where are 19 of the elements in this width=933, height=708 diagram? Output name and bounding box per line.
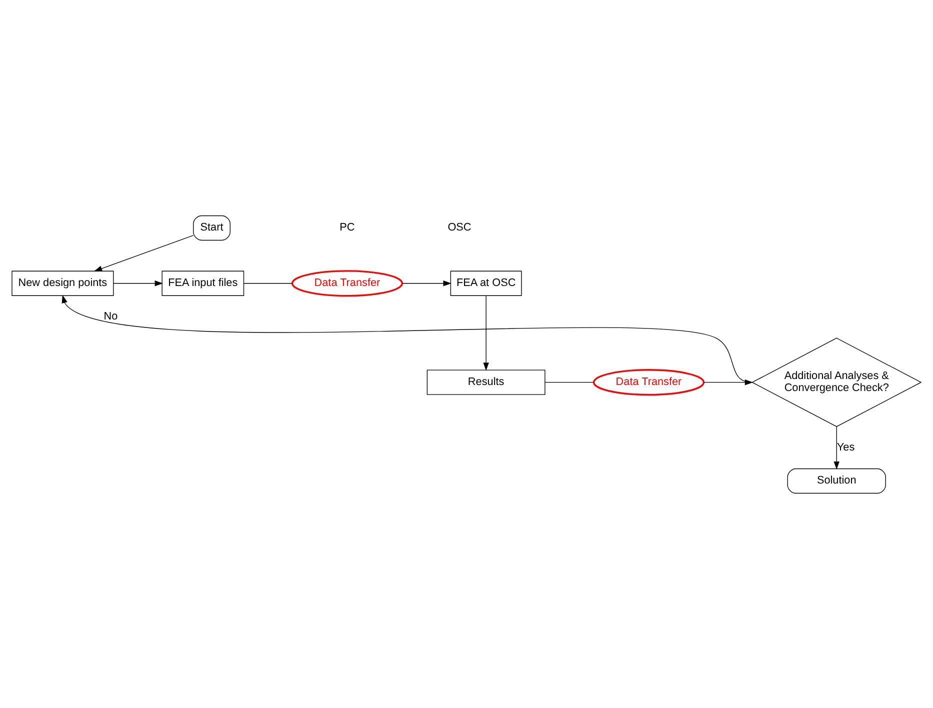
arrow bbox=[402, 280, 452, 286]
node-diamond: Additional Analyses & Convergence Check? bbox=[752, 337, 922, 426]
node-box: FEA at OSC bbox=[450, 270, 522, 296]
arrow bbox=[94, 234, 194, 271]
node-box: Solution bbox=[787, 468, 886, 494]
arrow bbox=[834, 426, 840, 470]
node-box: FEA input files bbox=[162, 270, 244, 296]
node-box: Results bbox=[426, 369, 546, 394]
arrow bbox=[483, 294, 489, 370]
label: OSC bbox=[448, 221, 472, 234]
node-box: New design points bbox=[12, 270, 114, 296]
node-box: Start bbox=[193, 214, 230, 240]
edge-label: Yes bbox=[836, 440, 855, 453]
arrow bbox=[113, 280, 163, 286]
label: PC bbox=[340, 221, 355, 234]
node-ellipse: Data Transfer bbox=[592, 368, 705, 396]
connector bbox=[243, 282, 293, 284]
node-ellipse: Data Transfer bbox=[291, 270, 404, 296]
edge-label: No bbox=[104, 310, 118, 322]
